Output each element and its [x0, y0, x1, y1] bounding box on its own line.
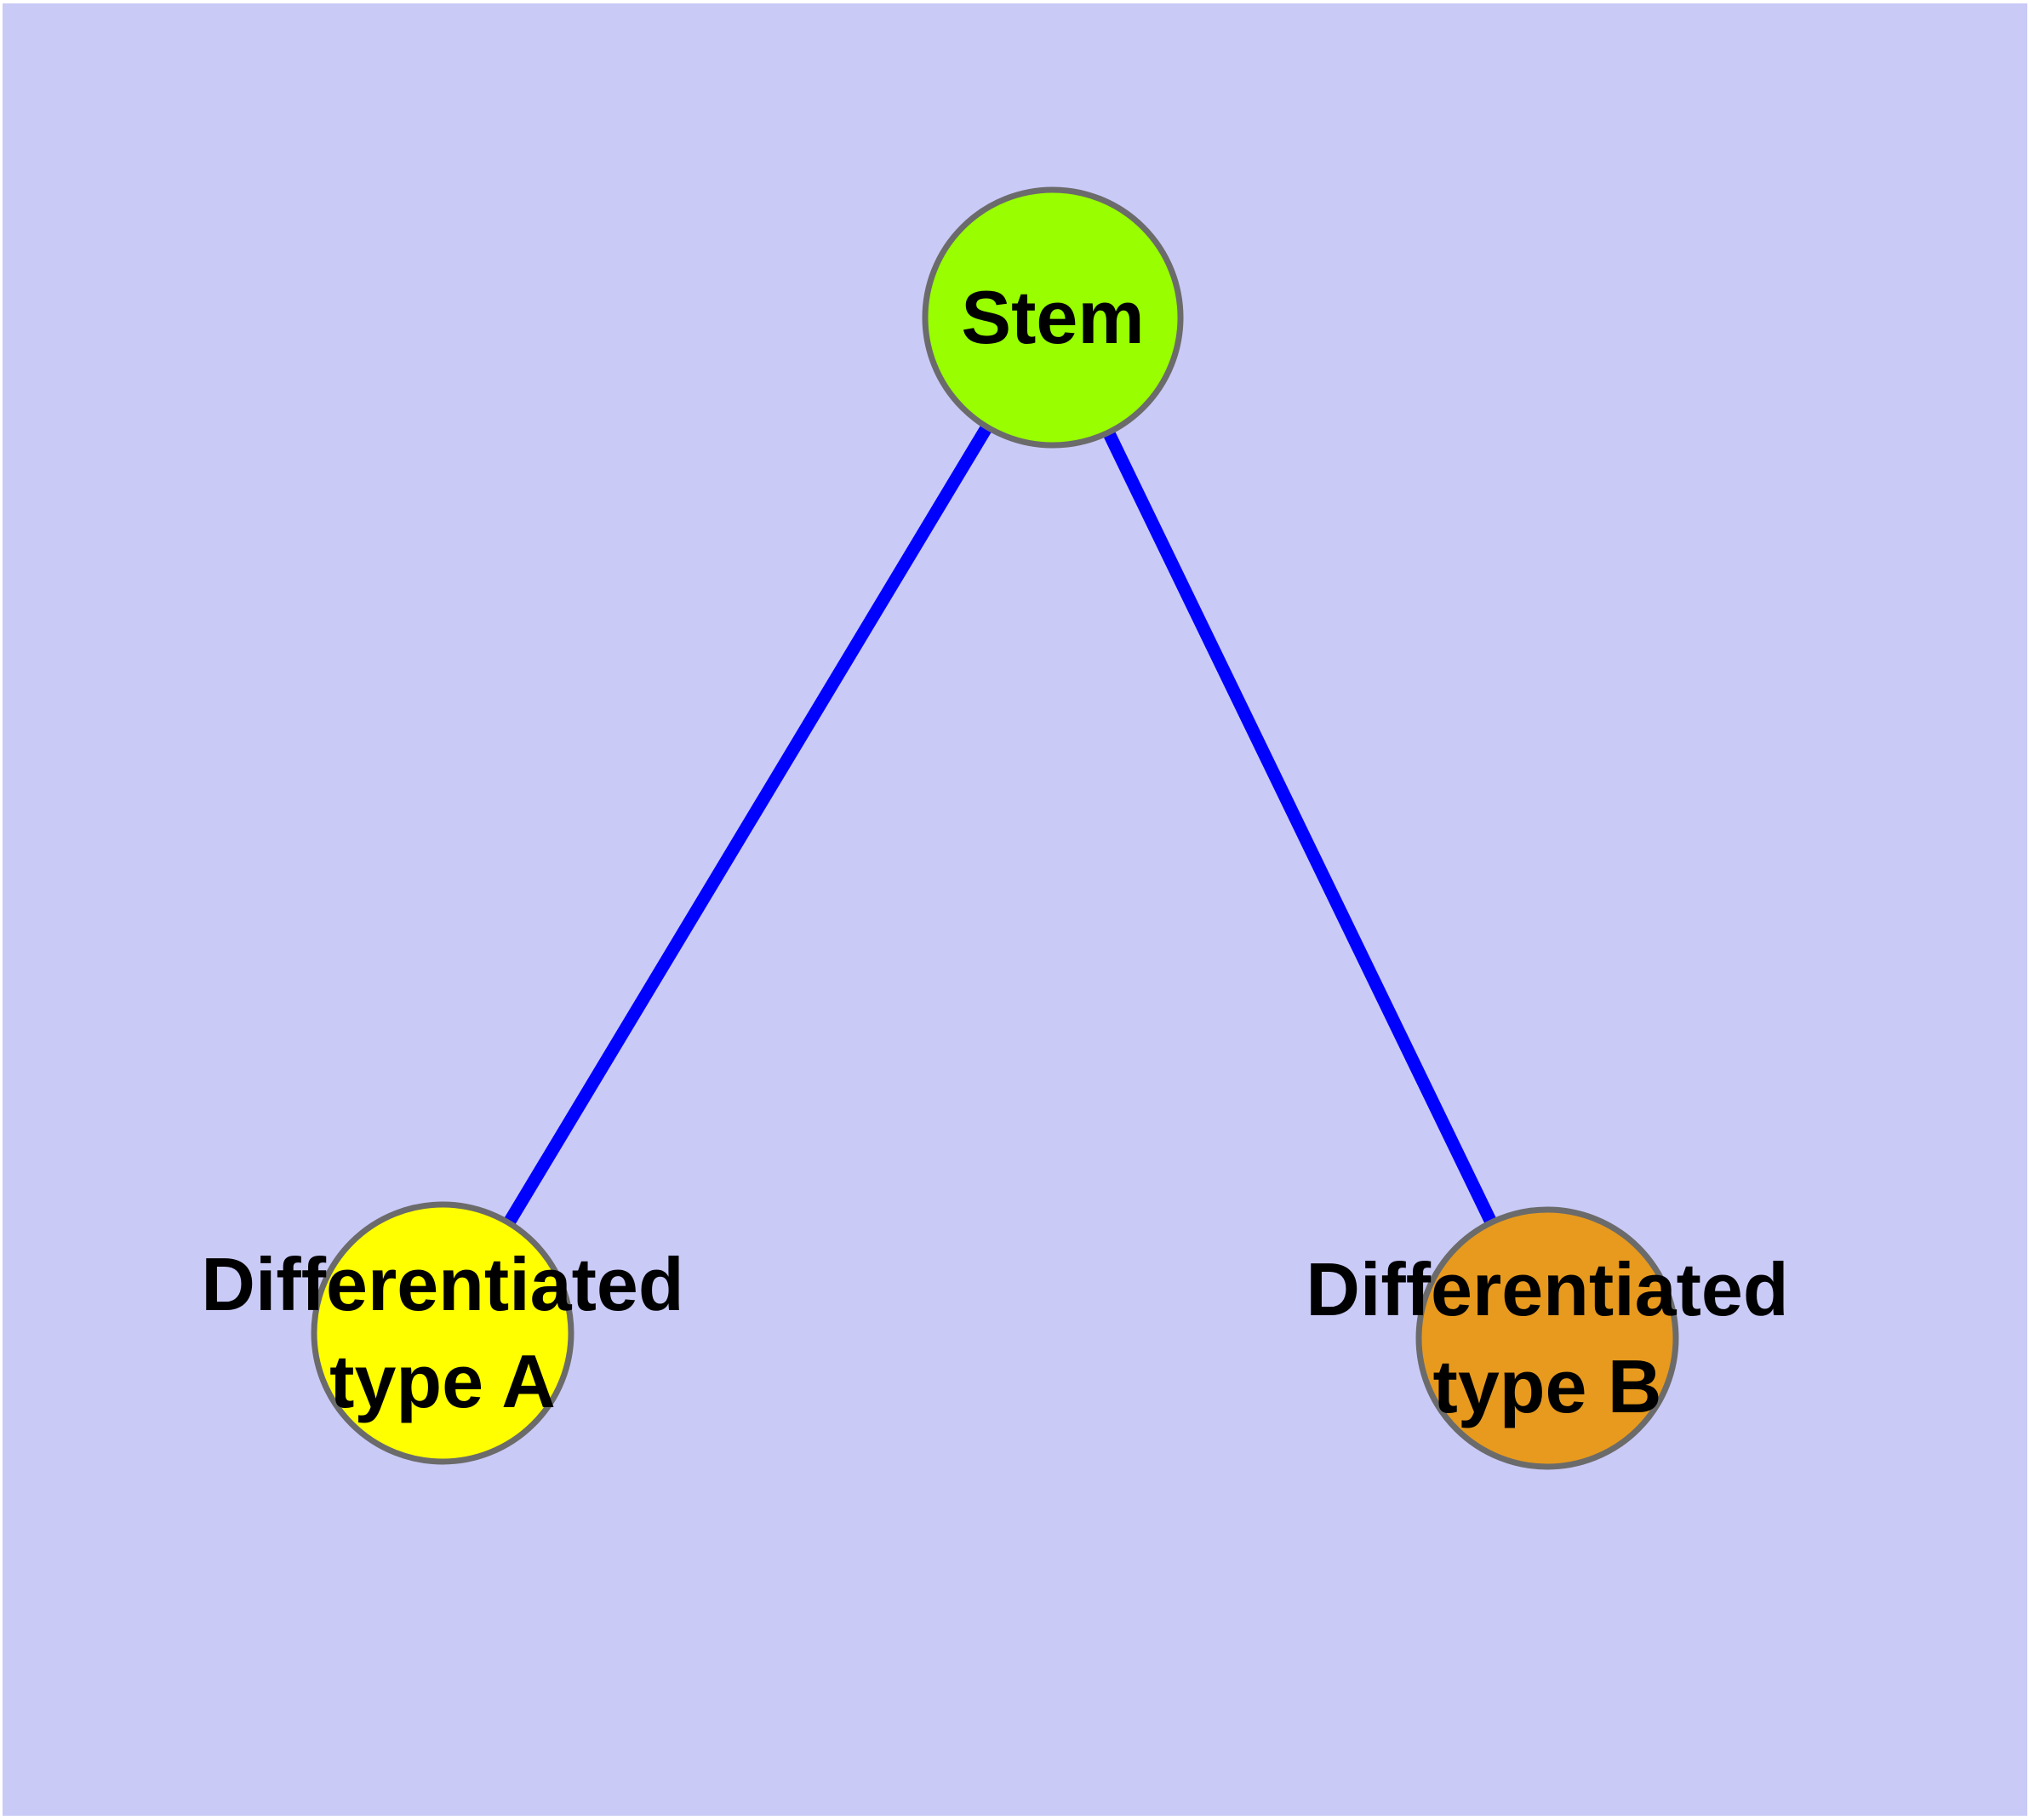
node-stem-label-text: Stem	[961, 275, 1145, 359]
edge-stem-to-type-a	[437, 314, 1059, 1336]
edge-stem-to-type-b	[1047, 314, 1553, 1342]
node-type-a-label-line2: type A	[329, 1339, 556, 1423]
node-type-a-label: Differentiated type A	[201, 1236, 683, 1430]
node-type-b-label-line2: type B	[1432, 1344, 1662, 1428]
node-type-b-label: Differentiated type B	[1306, 1241, 1788, 1435]
node-type-b-circle	[1415, 1206, 1679, 1470]
node-type-a-label-line1: Differentiated	[201, 1242, 684, 1326]
node-type-a-circle	[311, 1201, 574, 1465]
node-stem-circle	[922, 186, 1184, 449]
node-type-b-label-line1: Differentiated	[1306, 1247, 1789, 1331]
node-stem-label: Stem	[961, 269, 1144, 366]
